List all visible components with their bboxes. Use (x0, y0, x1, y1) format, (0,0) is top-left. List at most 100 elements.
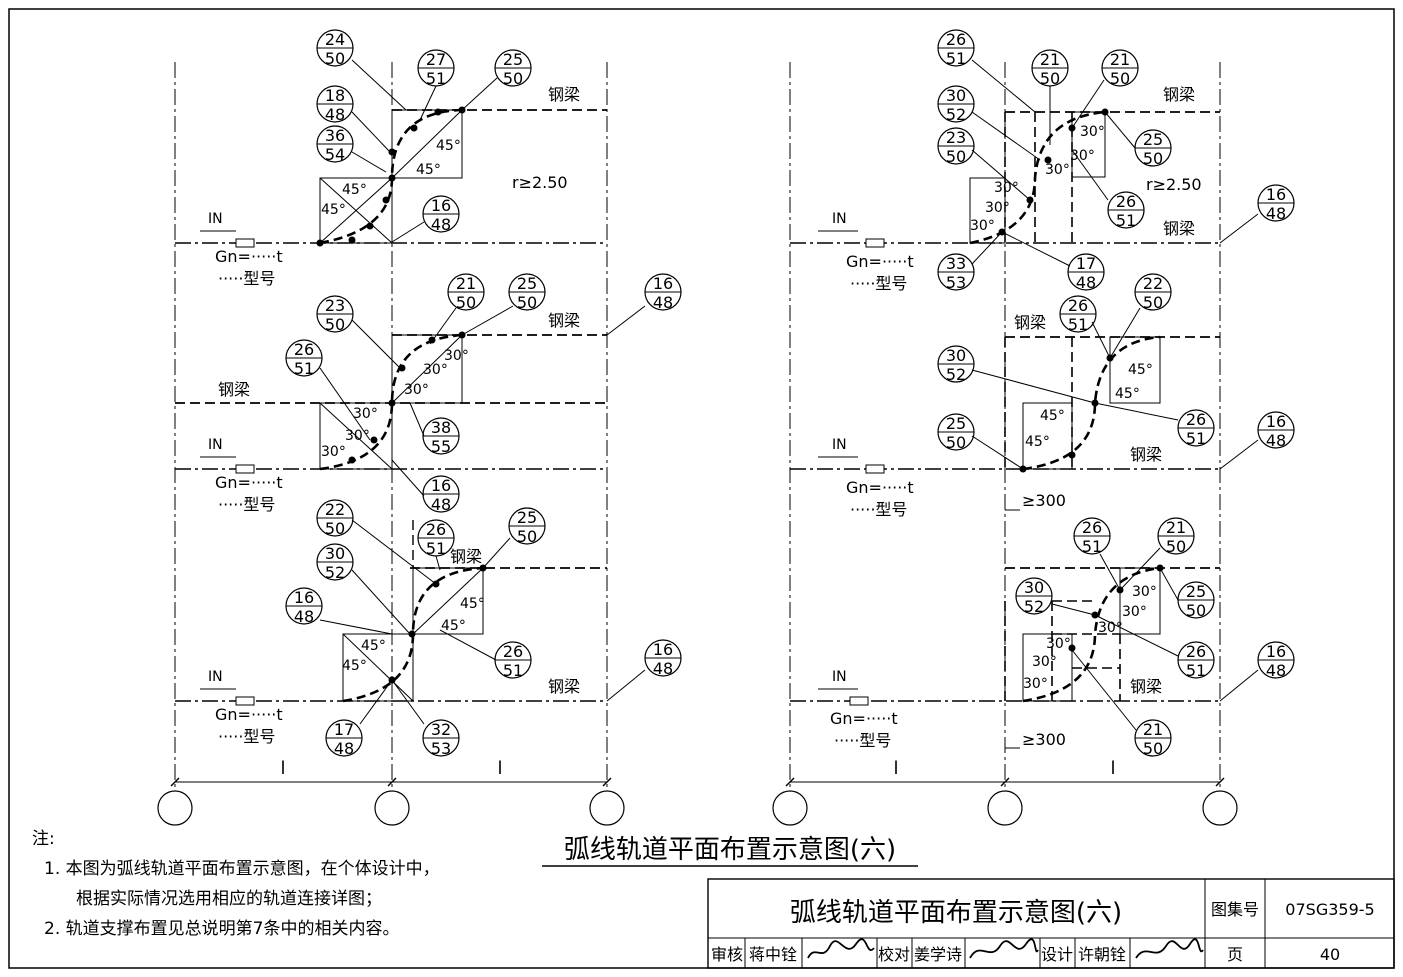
note-1-cont: 根据实际情况选用相应的轨道连接详图； (76, 889, 382, 909)
span-label: l (497, 758, 502, 779)
angle-label: 30° (444, 348, 469, 364)
detail-number: 30 (946, 86, 966, 105)
leader-line (391, 221, 425, 243)
beam-label: 钢梁 (450, 547, 482, 566)
hoist-block (865, 238, 885, 248)
beam-label: 钢梁 (1014, 313, 1046, 332)
reviewer-signature (807, 938, 875, 959)
detail-page: 50 (325, 519, 345, 538)
detail-page: 50 (946, 147, 966, 166)
detail-page: 48 (1266, 431, 1286, 450)
leader-line (1071, 79, 1105, 129)
beam-label: 钢梁 (218, 380, 250, 399)
dimension-tick (602, 777, 612, 787)
beam-label: 钢梁 (548, 311, 580, 330)
angle-label: 30° (1070, 148, 1095, 164)
detail-page: 55 (431, 437, 451, 456)
angle-label: 30° (985, 200, 1010, 216)
axis-bubble (589, 790, 625, 826)
hoist-capacity: Gn=·····t (830, 709, 898, 728)
detail-number: 26 (1186, 642, 1206, 661)
leader-line (359, 679, 393, 725)
atlas-number: 07SG359-5 (1285, 900, 1374, 919)
detail-number: 32 (431, 720, 451, 739)
detail-number: 16 (1266, 642, 1286, 661)
angle-label: 45° (1115, 386, 1140, 402)
leader-line (1091, 321, 1111, 359)
detail-number: 16 (431, 196, 451, 215)
detail-number: 22 (1143, 274, 1163, 293)
detail-page: 50 (503, 69, 523, 88)
drawing-title: 弧线轨道平面布置示意图(六) (564, 835, 896, 865)
leader-line (461, 77, 498, 111)
leader-line (351, 111, 391, 153)
node-dot (316, 239, 324, 247)
hoist-model: ·····型号 (850, 274, 907, 293)
detail-number: 17 (1076, 254, 1096, 273)
track-symbol: IN (208, 211, 223, 227)
angle-box (1071, 111, 1106, 178)
axis-bubble (374, 790, 410, 826)
leader-line (429, 307, 457, 345)
leader-line (1051, 603, 1096, 616)
node-dot (1068, 644, 1076, 652)
angle-box (1119, 567, 1161, 635)
beam-label: 钢梁 (1163, 219, 1195, 238)
beam-label: 钢梁 (1130, 677, 1162, 696)
sheet-frame (8, 8, 1395, 969)
angle-box (1109, 336, 1161, 404)
leader-line (1104, 111, 1136, 149)
detail-number: 30 (1024, 578, 1044, 597)
detail-page: 50 (946, 433, 966, 452)
angle-box (319, 177, 393, 244)
hoist-capacity: Gn=·····t (215, 247, 283, 266)
span-label: l (1110, 758, 1115, 779)
node-dot (1044, 156, 1052, 164)
detail-number: 26 (1082, 518, 1102, 537)
angle-label: 45° (436, 138, 461, 154)
detail-page: 53 (431, 739, 451, 758)
angle-label: 45° (1040, 408, 1065, 424)
hoist-model: ·····型号 (218, 727, 275, 746)
detail-page: 52 (325, 563, 345, 582)
leader-line (319, 367, 371, 441)
hoist-model: ·····型号 (218, 495, 275, 514)
detail-page: 51 (1116, 211, 1136, 230)
detail-number: 25 (946, 414, 966, 433)
node-dot (388, 174, 396, 182)
detail-page: 51 (426, 539, 446, 558)
leader-line (606, 669, 646, 702)
track-symbol: IN (832, 669, 847, 685)
angle-label: 45° (441, 618, 466, 634)
note-1: 1. 本图为弧线轨道平面布置示意图，在个体设计中， (44, 859, 440, 879)
leader-line (419, 85, 437, 121)
axis-bubble (987, 790, 1023, 826)
hoist-block (865, 464, 885, 474)
min-offset-label: ≥300 (1022, 491, 1066, 510)
dimension-tick (387, 777, 397, 787)
angle-label: 30° (353, 406, 378, 422)
leader-line (1071, 649, 1137, 731)
detail-page: 54 (325, 145, 345, 164)
node-dot (382, 196, 390, 204)
detail-number: 26 (946, 30, 966, 49)
dimension-tick (1215, 777, 1225, 787)
dimension-tick (170, 777, 180, 787)
detail-number: 16 (294, 588, 314, 607)
detail-number: 16 (653, 274, 673, 293)
leader-line (319, 619, 393, 635)
node-dot (410, 124, 418, 132)
angle-box (1022, 402, 1073, 470)
detail-page: 50 (456, 293, 476, 312)
detail-number: 21 (1143, 720, 1163, 739)
track-symbol: IN (832, 437, 847, 453)
angle-line (319, 177, 393, 244)
detail-page: 50 (517, 527, 537, 546)
angle-label: 30° (1122, 604, 1147, 620)
detail-page: 50 (1166, 537, 1186, 556)
designer-signature (1135, 938, 1204, 959)
detail-number: 18 (325, 86, 345, 105)
hoist-block (235, 464, 255, 474)
detail-number: 25 (517, 508, 537, 527)
detail-page: 51 (503, 661, 523, 680)
